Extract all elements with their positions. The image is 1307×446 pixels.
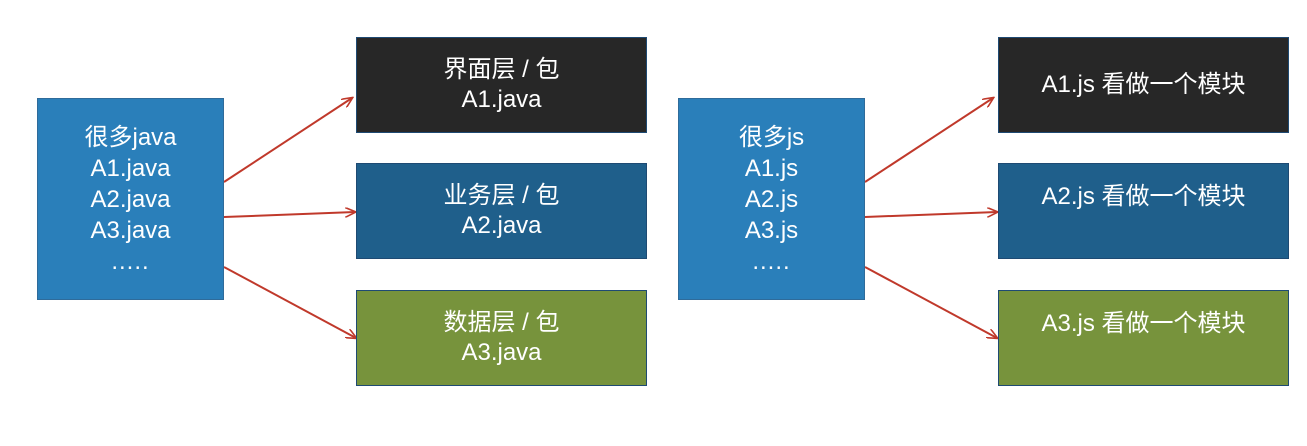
arrow-right-to-module-a2 bbox=[864, 212, 997, 218]
data-layer-label: 数据层 / 包 bbox=[443, 309, 560, 336]
data-layer-file: A3.java bbox=[461, 339, 542, 366]
business-layer-file: A2.java bbox=[461, 212, 542, 239]
java-file-a3: A3.java bbox=[90, 216, 171, 244]
ui-layer-package-box: 界面层 / 包 A1.java bbox=[356, 37, 647, 133]
module-a2-box: A2.js 看做一个模块 bbox=[998, 163, 1289, 259]
ui-layer-label: 界面层 / 包 bbox=[443, 56, 560, 83]
java-file-a2: A2.java bbox=[90, 185, 171, 213]
module-a3-label: A3.js 看做一个模块 bbox=[1041, 310, 1246, 337]
js-files-box: 很多js A1.js A2.js A3.js ..... bbox=[678, 98, 865, 300]
module-a2-label: A2.js 看做一个模块 bbox=[1041, 183, 1246, 210]
js-file-a1: A1.js bbox=[744, 154, 799, 182]
module-a1-box: A1.js 看做一个模块 bbox=[998, 37, 1289, 133]
java-files-title: 很多java bbox=[84, 123, 177, 151]
arrow-left-to-data-layer bbox=[223, 266, 356, 338]
js-files-title: 很多js bbox=[738, 123, 805, 151]
java-files-box: 很多java A1.java A2.java A3.java ..... bbox=[37, 98, 224, 300]
arrow-right-to-module-a1 bbox=[864, 98, 993, 183]
java-file-a1: A1.java bbox=[90, 154, 171, 182]
module-a3-box: A3.js 看做一个模块 bbox=[998, 290, 1289, 386]
js-file-a2: A2.js bbox=[744, 185, 799, 213]
module-a1-label: A1.js 看做一个模块 bbox=[1041, 71, 1246, 98]
arrow-right-to-module-a3 bbox=[864, 266, 997, 338]
ui-layer-file: A1.java bbox=[461, 86, 542, 113]
business-layer-package-box: 业务层 / 包 A2.java bbox=[356, 163, 647, 259]
java-files-ellipsis: ..... bbox=[111, 247, 150, 275]
business-layer-label: 业务层 / 包 bbox=[443, 182, 560, 209]
arrow-left-to-ui-layer bbox=[223, 98, 352, 183]
js-file-a3: A3.js bbox=[744, 216, 799, 244]
arrow-left-to-business-layer bbox=[223, 212, 355, 218]
js-files-ellipsis: ..... bbox=[752, 247, 791, 275]
data-layer-package-box: 数据层 / 包 A3.java bbox=[356, 290, 647, 386]
